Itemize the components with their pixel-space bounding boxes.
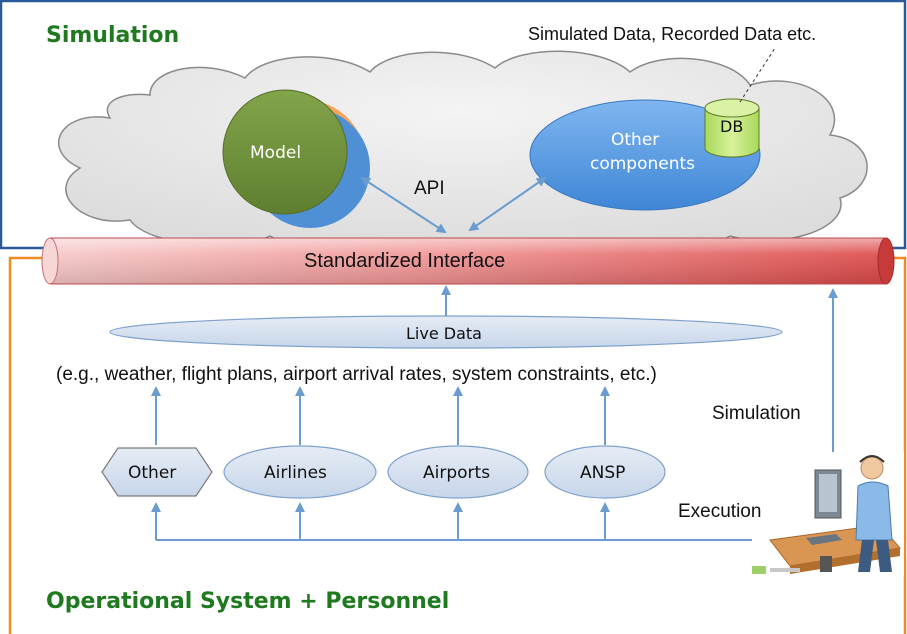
api-arrow-model bbox=[360, 176, 447, 234]
other-components-label-line1: Other bbox=[611, 130, 660, 150]
execution-flow-label: Execution bbox=[678, 501, 762, 522]
source-airports-label: Airports bbox=[423, 463, 491, 483]
examples-label: (e.g., weather, flight plans, airport ar… bbox=[56, 364, 657, 385]
operational-title: Operational System + Personnel bbox=[46, 589, 450, 614]
simulation-flow-label: Simulation bbox=[712, 403, 801, 424]
source-airlines-label: Airlines bbox=[264, 463, 327, 483]
db-label: DB bbox=[720, 117, 744, 136]
live-data-label: Live Data bbox=[406, 324, 482, 343]
operator-illustration bbox=[752, 452, 904, 576]
other-components-ellipse bbox=[529, 99, 761, 211]
other-components-label-line2: components bbox=[590, 154, 696, 174]
interface-label: Standardized Interface bbox=[304, 250, 506, 272]
source-airlines-ellipse bbox=[223, 445, 377, 499]
db-cylinder bbox=[704, 98, 760, 158]
model-circle bbox=[222, 89, 348, 215]
data-note-label: Simulated Data, Recorded Data etc. bbox=[528, 24, 817, 44]
source-ansp-label: ANSP bbox=[580, 463, 626, 483]
model-label: Model bbox=[250, 143, 302, 163]
source-airports-ellipse bbox=[387, 445, 529, 499]
simulation-title: Simulation bbox=[46, 23, 180, 48]
api-label: API bbox=[414, 178, 445, 199]
source-other-hexagon bbox=[101, 447, 213, 497]
api-arrow-components bbox=[468, 176, 547, 232]
source-other-label: Other bbox=[128, 463, 177, 483]
standardized-interface-pipe bbox=[41, 237, 895, 285]
source-ansp-ellipse bbox=[544, 445, 666, 499]
data-note-leader bbox=[739, 47, 776, 103]
